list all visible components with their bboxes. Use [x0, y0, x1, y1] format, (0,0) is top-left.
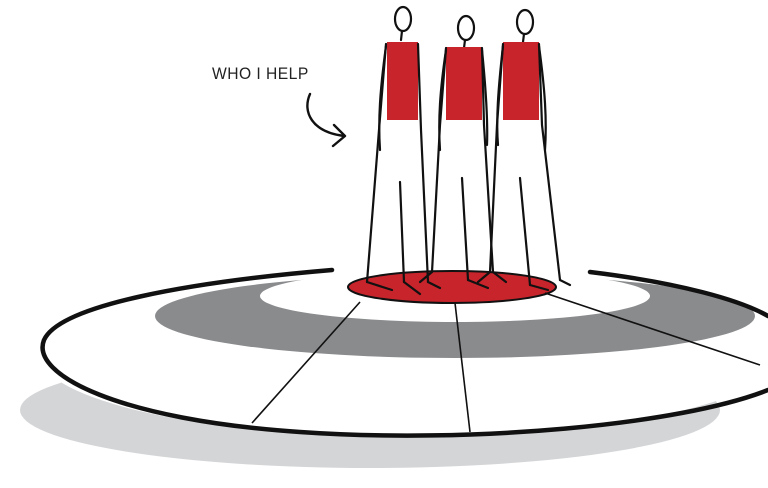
figure-right-neck	[523, 34, 524, 42]
figure-right-shirt	[503, 42, 539, 120]
figure-middle-shirt	[446, 47, 482, 120]
figure-right-head	[517, 10, 533, 34]
figure-middle	[420, 16, 506, 288]
figure-left-head	[395, 7, 411, 31]
figure-right	[478, 10, 570, 290]
curved-arrow-icon	[307, 94, 345, 146]
figure-middle-neck	[464, 40, 465, 48]
figure-left	[367, 7, 440, 294]
figure-left-neck	[401, 31, 402, 40]
figure-middle-head	[458, 16, 474, 40]
figure-left-shirt	[387, 42, 418, 120]
who-i-help-label: WHO I HELP	[212, 64, 309, 84]
